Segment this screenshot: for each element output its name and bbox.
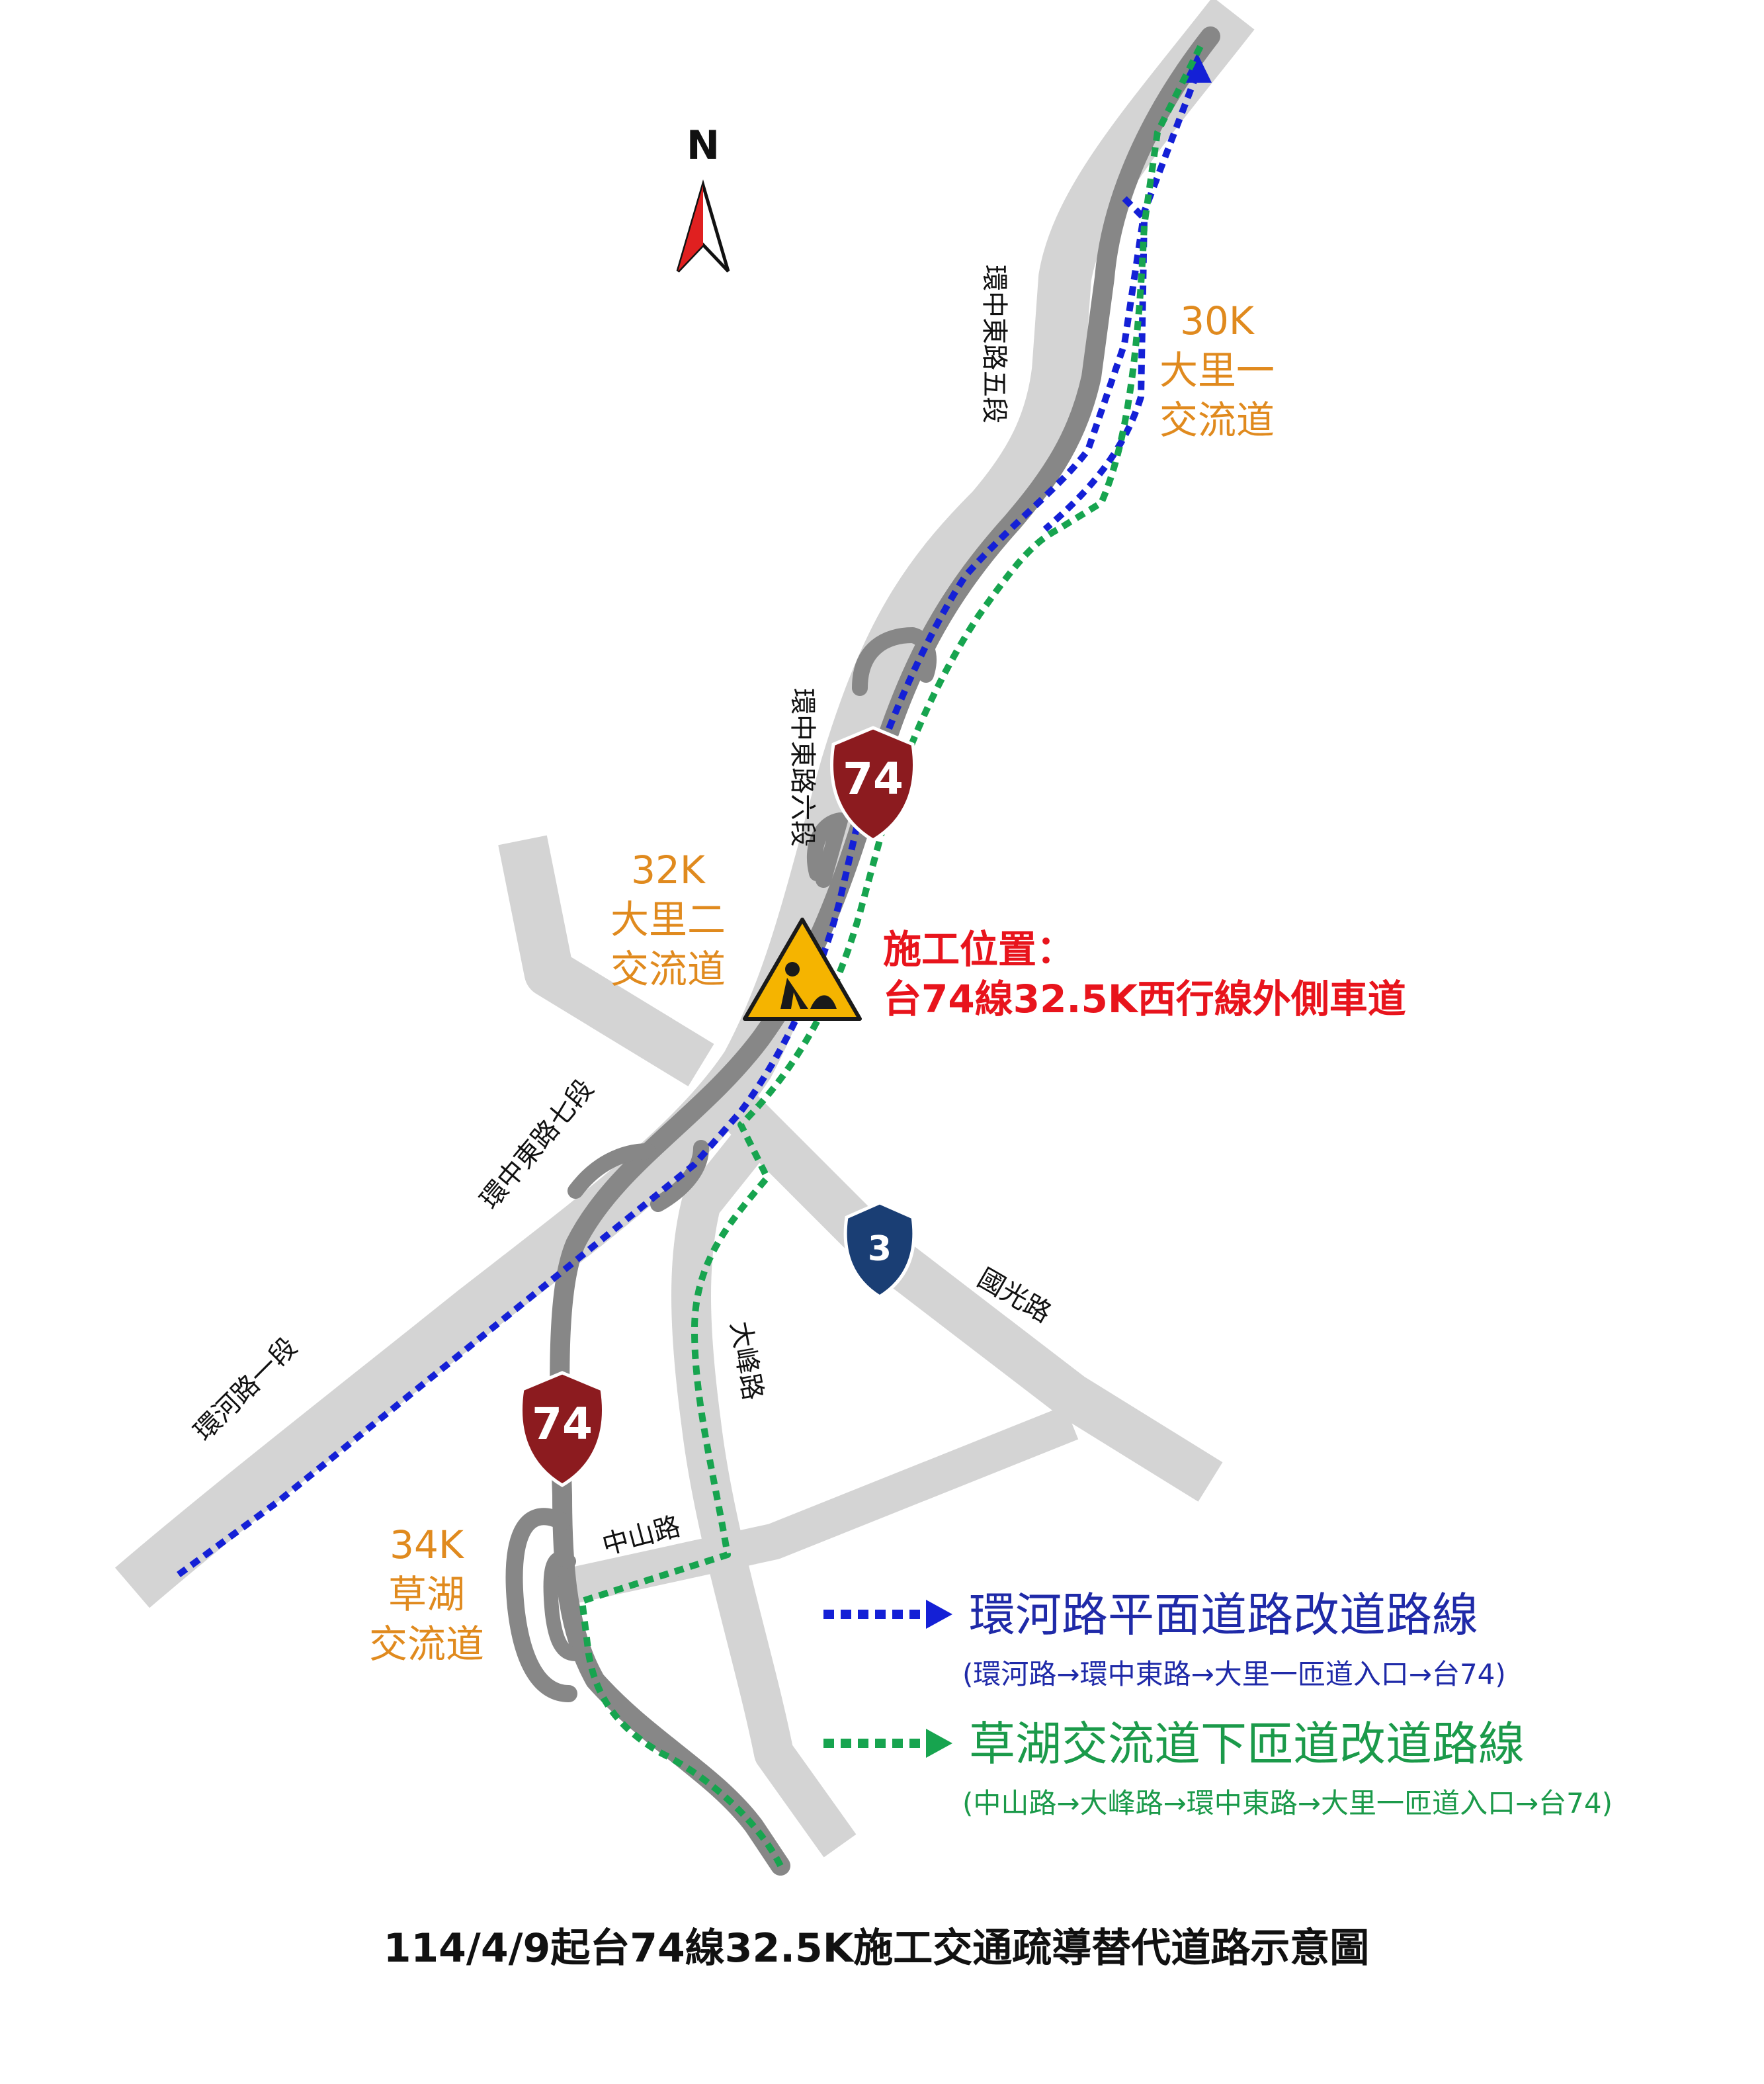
shield-national-3: 3 [843,1201,916,1299]
shield-national-3-icon [843,1201,916,1299]
road-stub-north [498,835,714,1087]
legend-blue-arrowhead [926,1600,952,1629]
shield-74-lower: 74 [519,1371,605,1487]
ic-34k-name2: 交流道 [369,1622,484,1667]
ic-30k-km: 30K [1180,298,1255,343]
legend-green-arrowhead [926,1729,952,1758]
ramp-34k-outer-loop [505,1508,577,1702]
shield-74-upper: 74 [830,726,916,842]
ic-34k-name1: 草湖 [388,1572,465,1617]
shield-74-upper-number: 74 [843,754,903,804]
ramp-32k-north [852,627,937,696]
shield-74-upper-icon [830,726,916,842]
blue-route-spur [1042,196,1148,532]
ramp-junction-west [567,1143,656,1199]
label-huanzhong-east-6: 環中東路六段 [787,688,818,847]
blue-route-arrowhead [1183,53,1212,83]
interchange-34k: 34K 草湖 交流道 [369,1522,484,1667]
work-site-title: 施工位置： [883,927,1075,972]
ic-34k-km: 34K [390,1522,465,1567]
ramp-34k-inner-loop [543,1551,583,1661]
ic-30k-name2: 交流道 [1159,398,1275,443]
shield-74-lower-number: 74 [532,1399,593,1450]
worker-body-icon [780,978,808,1009]
label-huanzhong-east-5: 環中東路五段 [979,265,1009,423]
green-route-line [579,44,1204,1868]
north-arrow-red-half [678,185,703,271]
shield-national-3-number: 3 [868,1229,892,1269]
interchange-30k: 30K 大里一 交流道 [1159,298,1275,443]
green-detour-route [579,44,1204,1868]
worker-head-icon [785,962,800,977]
ramp-32k-south [806,812,848,888]
blue-route-line [177,71,1200,1578]
legend-blue-title: 環河路平面道路改道路線 [969,1588,1478,1642]
hwy74-mainline [550,26,1220,1876]
construction-sign [743,918,862,1021]
legend-green-title: 草湖交流道下匝道改道路線 [969,1717,1525,1771]
work-site-detail: 台74線32.5K西行線外側車道 [883,977,1406,1021]
ic-32k-km: 32K [631,847,706,892]
figure-caption: 114/4/9起台74線32.5K施工交通疏導替代道路示意圖 [384,1925,1370,1972]
ic-32k-name2: 交流道 [610,947,726,992]
ic-30k-name1: 大里一 [1159,348,1275,393]
road-guoguang [711,1082,1223,1502]
construction-warning-icon [743,918,862,1021]
ic-32k-name1: 大里二 [610,897,726,942]
label-dafeng: 大峰路 [724,1319,768,1403]
north-label: N [687,122,720,169]
interchange-32k: 32K 大里二 交流道 [610,847,726,992]
legend: 環河路平面道路改道路線 (環河路→環中東路→大里一匝道入口→台74) 草湖交流道… [823,1588,1613,1819]
legend-green-route: (中山路→大峰路→環中東路→大里一匝道入口→台74) [962,1787,1613,1819]
legend-blue-route: (環河路→環中東路→大里一匝道入口→台74) [962,1658,1506,1690]
road-zhongshan [558,1405,1079,1606]
shield-74-lower-icon [519,1371,605,1487]
blue-detour-route [177,71,1200,1578]
north-arrow: N [676,122,730,273]
dirt-pile-icon [810,995,837,1009]
